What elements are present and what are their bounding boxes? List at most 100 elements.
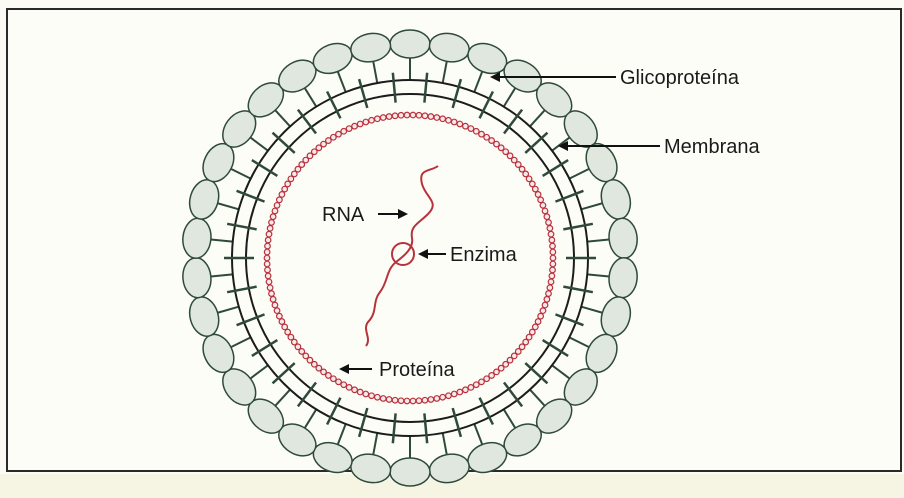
glycoprotein-head bbox=[607, 217, 639, 259]
protein-bead bbox=[274, 308, 280, 314]
protein-bead bbox=[398, 112, 404, 118]
protein-bead bbox=[277, 197, 283, 203]
protein-bead bbox=[380, 115, 386, 121]
protein-bead bbox=[346, 385, 352, 391]
protein-bead bbox=[549, 273, 555, 279]
protein-bead bbox=[272, 302, 278, 308]
protein-bead bbox=[357, 389, 363, 395]
protein-bead bbox=[457, 389, 463, 395]
glycoprotein-stalk bbox=[443, 433, 447, 455]
protein-bead bbox=[544, 214, 550, 220]
glycoprotein-stalk bbox=[275, 390, 290, 406]
protein-bead bbox=[392, 113, 398, 119]
glycoprotein-stalk bbox=[530, 390, 545, 406]
glycoprotein-head bbox=[181, 257, 213, 299]
glycoprotein-stalk bbox=[474, 72, 482, 93]
membrane-rung bbox=[424, 73, 427, 103]
glycoprotein-head bbox=[597, 176, 635, 222]
rna-label: RNA bbox=[322, 204, 365, 226]
protein-bead bbox=[422, 113, 428, 119]
protein-bead bbox=[270, 214, 276, 220]
protein-bead bbox=[451, 119, 457, 125]
protein-bead bbox=[428, 397, 434, 403]
glycoprotein-stalk bbox=[504, 88, 516, 107]
glycoprotein-stalk bbox=[569, 337, 589, 347]
protein-bead bbox=[547, 225, 553, 231]
enzyme-label: Enzima bbox=[450, 244, 518, 266]
glycoprotein-stalk bbox=[587, 240, 609, 242]
protein-bead bbox=[380, 396, 386, 402]
glycoprotein-stalk bbox=[231, 337, 251, 347]
protein-bead bbox=[533, 186, 539, 192]
glycoprotein-head bbox=[348, 30, 392, 65]
glycoprotein-head bbox=[181, 217, 213, 259]
membrane-rung bbox=[563, 287, 592, 293]
protein-bead bbox=[544, 297, 550, 303]
protein-bead bbox=[446, 117, 452, 123]
protein-bead bbox=[538, 313, 544, 319]
glycoprotein-stalk bbox=[373, 61, 377, 83]
glycoprotein-stalk bbox=[275, 110, 290, 126]
protein-bead bbox=[542, 208, 548, 214]
protein-bead bbox=[265, 243, 271, 249]
membrane-rung bbox=[227, 287, 256, 293]
protein-bead bbox=[451, 391, 457, 397]
protein-bead bbox=[341, 128, 347, 134]
protein-bead bbox=[264, 261, 270, 267]
protein-bead bbox=[386, 114, 392, 120]
glycoprotein-head bbox=[597, 293, 635, 339]
protein-bead bbox=[264, 249, 270, 255]
protein-bead bbox=[473, 128, 479, 134]
membrane-rung bbox=[393, 413, 396, 443]
protein-bead bbox=[270, 297, 276, 303]
protein-bead bbox=[550, 267, 556, 273]
protein-bead bbox=[274, 203, 280, 209]
glycoprotein-head bbox=[607, 257, 639, 299]
protein-bead bbox=[468, 126, 474, 132]
protein-bead bbox=[540, 308, 546, 314]
membrane-rungs bbox=[224, 73, 596, 443]
protein-bead bbox=[341, 382, 347, 388]
protein-bead bbox=[422, 397, 428, 403]
protein-bead bbox=[416, 112, 422, 118]
protein-bead bbox=[269, 220, 275, 226]
protein-bead bbox=[434, 396, 440, 402]
glycoprotein-head bbox=[348, 451, 392, 486]
protein-bead bbox=[404, 398, 410, 404]
protein-bead bbox=[272, 208, 278, 214]
membrane-rung bbox=[453, 408, 461, 437]
membrane-rung bbox=[273, 363, 295, 383]
protein-bead bbox=[535, 192, 541, 198]
membrane-rung bbox=[359, 79, 367, 108]
glycoprotein-stalk bbox=[211, 240, 233, 242]
glycoprotein-stalk bbox=[250, 137, 268, 150]
protein-bead bbox=[282, 324, 288, 330]
glycoprotein-head bbox=[185, 176, 223, 222]
protein-bead bbox=[463, 123, 469, 129]
glycoprotein-head bbox=[185, 293, 223, 339]
protein-bead bbox=[279, 319, 285, 325]
protein-bead bbox=[269, 291, 275, 297]
protein-bead bbox=[538, 197, 544, 203]
membrane-rung bbox=[273, 133, 295, 153]
protein-bead bbox=[550, 261, 556, 267]
protein-bead bbox=[363, 391, 369, 397]
protein-bead bbox=[546, 220, 552, 226]
protein-bead bbox=[267, 225, 273, 231]
membrane-rung bbox=[525, 133, 547, 153]
glycoprotein-stalk bbox=[218, 203, 239, 209]
glycoprotein-stalk bbox=[305, 88, 317, 107]
protein-bead bbox=[548, 279, 554, 285]
glycoprotein-stalk bbox=[373, 433, 377, 455]
protein-bead bbox=[546, 291, 552, 297]
protein-bead bbox=[479, 379, 485, 385]
protein-bead bbox=[550, 249, 556, 255]
enzyme-circle bbox=[392, 243, 414, 265]
protein-bead bbox=[266, 279, 272, 285]
glycoprotein-stalk bbox=[338, 424, 346, 445]
glycoprotein-stalk bbox=[474, 424, 482, 445]
protein-bead bbox=[548, 231, 554, 237]
glycoprotein-stalk bbox=[504, 409, 516, 428]
protein-bead bbox=[535, 319, 541, 325]
protein-bead bbox=[550, 255, 556, 261]
